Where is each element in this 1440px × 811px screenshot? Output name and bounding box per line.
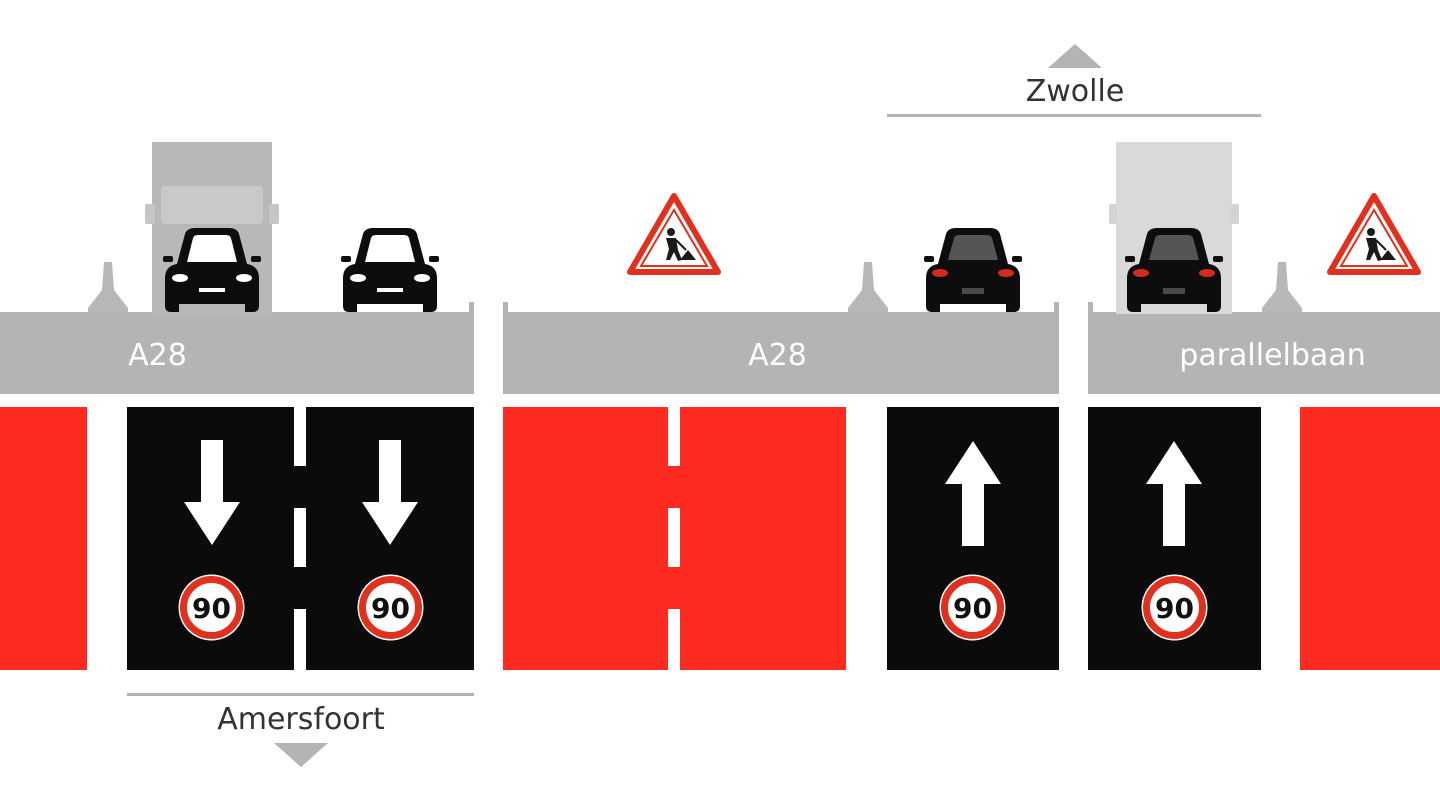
road-band-a28-north	[503, 312, 1059, 394]
down-arrow-icon	[362, 440, 418, 545]
band-notch	[503, 302, 508, 312]
speed-limit-sign-icon: 90	[939, 574, 1006, 641]
road-band-a28-south	[0, 312, 474, 394]
lane-divider	[294, 508, 306, 567]
speed-limit-sign-icon: 90	[178, 574, 245, 641]
traffic-cone-icon	[848, 262, 888, 312]
up-arrow-icon	[1146, 441, 1202, 546]
roadworks-warning-sign-icon	[627, 193, 721, 275]
north-direction-triangle-icon	[1048, 44, 1102, 68]
road-label-parallelbaan: parallelbaan	[1179, 338, 1366, 373]
lane-divider	[668, 508, 680, 567]
car-rear-icon	[924, 228, 1022, 312]
road-label-a28-north: A28	[748, 338, 807, 373]
svg-text:90: 90	[192, 592, 231, 625]
road-label-a28-south: A28	[128, 338, 187, 373]
traffic-cone-icon	[1262, 262, 1302, 312]
svg-text:90: 90	[953, 592, 992, 625]
car-front-icon	[341, 228, 439, 312]
roadworks-warning-sign-icon	[1327, 193, 1421, 275]
up-arrow-icon	[945, 441, 1001, 546]
south-direction-label: Amersfoort	[217, 702, 385, 737]
road-band-parallel	[1088, 312, 1440, 394]
car-front-icon	[163, 228, 261, 312]
lane-closed	[1300, 407, 1440, 670]
lane-divider	[294, 407, 306, 466]
lane-closed	[0, 407, 87, 670]
south-direction-triangle-icon	[274, 743, 328, 767]
north-direction-line	[887, 114, 1261, 117]
svg-text:90: 90	[371, 592, 410, 625]
band-notch	[469, 302, 474, 312]
speed-limit-sign-icon: 90	[1141, 574, 1208, 641]
north-direction-label: Zwolle	[1025, 74, 1125, 109]
lane-divider	[668, 609, 680, 670]
lane-divider	[294, 609, 306, 670]
traffic-cone-icon	[88, 262, 128, 312]
lane-divider	[668, 407, 680, 466]
south-direction-line	[127, 693, 474, 696]
svg-text:90: 90	[1155, 592, 1194, 625]
band-notch	[1054, 302, 1059, 312]
band-notch	[1088, 302, 1093, 312]
speed-limit-sign-icon: 90	[357, 574, 424, 641]
car-rear-icon	[1125, 228, 1223, 312]
down-arrow-icon	[184, 440, 240, 545]
